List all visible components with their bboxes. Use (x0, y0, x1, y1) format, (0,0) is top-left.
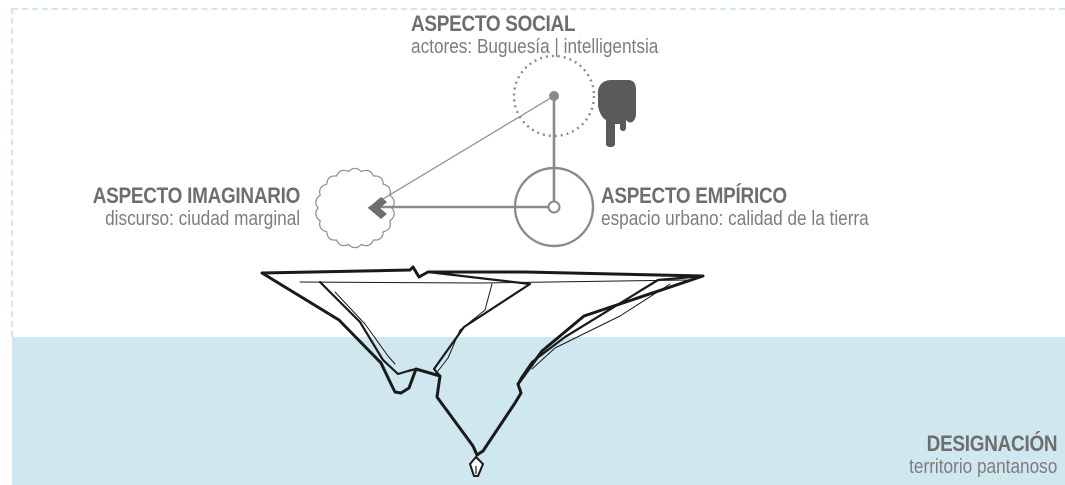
designacion-subtitle: territorio pantanoso (908, 456, 1057, 478)
label-aspecto-empirico: ASPECTO EMPÍRICO espacio urbano: calidad… (601, 183, 912, 231)
label-designacion: DESIGNACIÓN territorio pantanoso (885, 431, 1057, 479)
aspecto-imaginario-title: ASPECTO IMAGINARIO (92, 183, 301, 208)
designacion-title: DESIGNACIÓN (926, 431, 1057, 456)
label-aspecto-social: ASPECTO SOCIAL actores: Buguesía | intel… (411, 11, 699, 59)
aspecto-empirico-subtitle: espacio urbano: calidad de la tierra (601, 208, 869, 230)
label-aspecto-imaginario: ASPECTO IMAGINARIO discurso: ciudad marg… (59, 183, 301, 231)
territory-outline (260, 265, 705, 457)
aspecto-empirico-title: ASPECTO EMPÍRICO (601, 183, 787, 208)
frame-dashed-left (11, 8, 13, 337)
frame-dashed-top (12, 8, 1065, 10)
water-area (12, 337, 1065, 485)
chevron-left-arrow-icon (368, 197, 387, 219)
pointing-hand-icon (597, 80, 636, 147)
aspecto-social-subtitle: actores: Buguesía | intelligentsia (411, 36, 659, 58)
aspecto-imaginario-subtitle: discurso: ciudad marginal (104, 208, 300, 230)
pen-nib-icon (468, 455, 485, 477)
social-node-dotted-circle (512, 54, 596, 138)
empirico-node-circle (513, 166, 595, 248)
empirico-node-inner-dot (547, 200, 561, 214)
connector-social-imaginario (367, 95, 555, 209)
aspecto-social-title: ASPECTO SOCIAL (411, 11, 576, 36)
imaginario-node-wavy-circle (315, 167, 395, 249)
